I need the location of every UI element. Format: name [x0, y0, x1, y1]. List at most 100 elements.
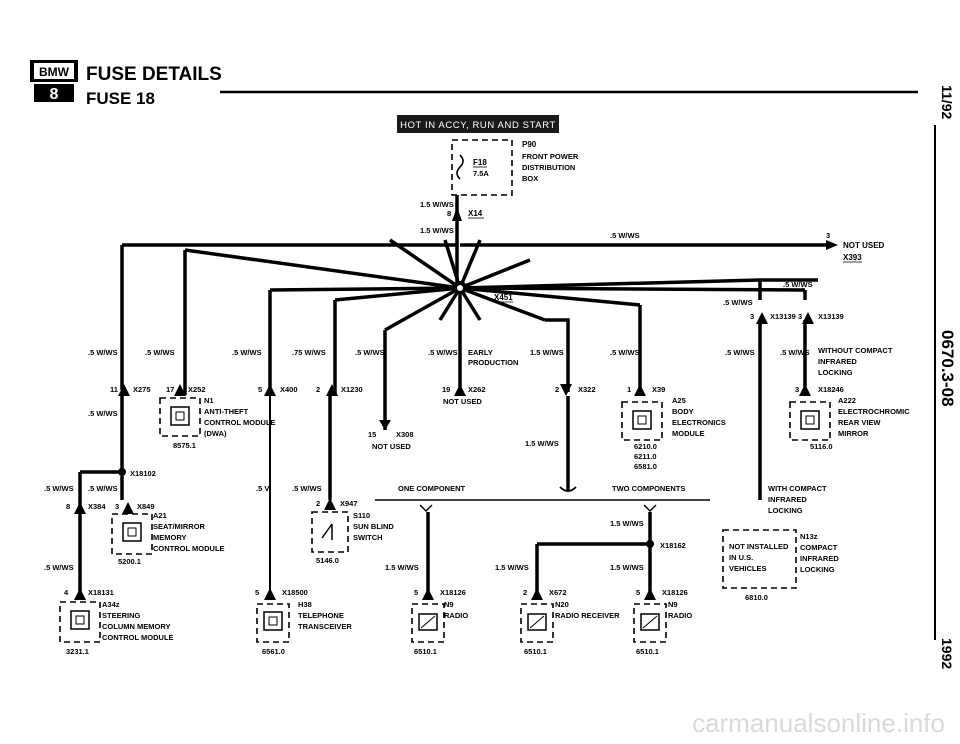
production-label: PRODUCTION — [468, 358, 518, 367]
side-year: 1992 — [939, 638, 955, 669]
svg-text:X275: X275 — [133, 385, 151, 394]
svg-text:.5 W/WS: .5 W/WS — [44, 563, 74, 572]
svg-text:6210.0: 6210.0 — [634, 442, 657, 451]
svg-text:X13139: X13139 — [818, 312, 844, 321]
component-s110: S110 SUN BLIND SWITCH 5146.0 — [311, 511, 394, 565]
page-title: FUSE DETAILS — [86, 64, 222, 85]
svg-text:STEERING: STEERING — [102, 611, 141, 620]
svg-text:INFRARED: INFRARED — [768, 495, 807, 504]
svg-text:8: 8 — [66, 502, 70, 511]
svg-text:VEHICLES: VEHICLES — [729, 564, 767, 573]
svg-text:H38: H38 — [298, 600, 312, 609]
early-label: EARLY — [468, 348, 493, 357]
svg-text:NOT INSTALLED: NOT INSTALLED — [729, 542, 789, 551]
svg-text:5: 5 — [414, 588, 418, 597]
svg-text:5: 5 — [255, 588, 259, 597]
svg-text:X18102: X18102 — [130, 469, 156, 478]
svg-text:2: 2 — [316, 385, 320, 394]
svg-text:MODULE: MODULE — [672, 429, 705, 438]
x451-label: X451 — [494, 293, 513, 302]
svg-text:IN U.S.: IN U.S. — [729, 553, 753, 562]
side-doc-number: 0670.3-08 — [938, 330, 957, 407]
svg-text:X400: X400 — [280, 385, 298, 394]
component-n9-radio: N9 RADIO 6510.1 — [411, 600, 468, 656]
svg-text:X322: X322 — [578, 385, 596, 394]
svg-text:X13139: X13139 — [770, 312, 796, 321]
svg-text:3: 3 — [115, 502, 119, 511]
svg-text:5: 5 — [636, 588, 640, 597]
svg-text:5200.1: 5200.1 — [118, 557, 141, 566]
svg-text:N9: N9 — [668, 600, 678, 609]
svg-text:CONTROL MODULE: CONTROL MODULE — [153, 544, 225, 553]
svg-text:.5 W/WS: .5 W/WS — [723, 298, 753, 307]
svg-text:.5 W/WS: .5 W/WS — [428, 348, 458, 357]
svg-text:.5 W/WS: .5 W/WS — [88, 409, 118, 418]
box-line1: FRONT POWER — [522, 152, 579, 161]
svg-text:.5 W/WS: .5 W/WS — [145, 348, 175, 357]
svg-text:3: 3 — [750, 312, 754, 321]
svg-text:A34z: A34z — [102, 600, 120, 609]
svg-text:TWO COMPONENTS: TWO COMPONENTS — [612, 484, 685, 493]
svg-text:RADIO: RADIO — [444, 611, 468, 620]
svg-text:SUN BLIND: SUN BLIND — [353, 522, 394, 531]
svg-text:TRANSCEIVER: TRANSCEIVER — [298, 622, 352, 631]
page-subtitle: FUSE 18 — [86, 89, 155, 108]
svg-text:3: 3 — [798, 312, 802, 321]
svg-text:.75 W/WS: .75 W/WS — [292, 348, 326, 357]
svg-text:1: 1 — [627, 385, 631, 394]
x14-label: X14 — [468, 209, 483, 218]
svg-text:MEMORY: MEMORY — [153, 533, 186, 542]
svg-text:CONTROL MODULE: CONTROL MODULE — [102, 633, 174, 642]
svg-text:CONTROL MODULE: CONTROL MODULE — [204, 418, 276, 427]
svg-text:BODY: BODY — [672, 407, 694, 416]
hot-banner-text: HOT IN ACCY, RUN AND START — [400, 120, 556, 131]
svg-text:8575.1: 8575.1 — [173, 441, 196, 450]
component-n13z: NOT INSTALLED IN U.S. VEHICLES N13z COMP… — [722, 529, 839, 602]
svg-text:.5 W/WS: .5 W/WS — [355, 348, 385, 357]
component-a222: A222 ELECTROCHROMIC REAR VIEW MIRROR 511… — [789, 396, 910, 451]
svg-text:X39: X39 — [652, 385, 665, 394]
svg-text:19: 19 — [442, 385, 450, 394]
svg-text:1.5 W/WS: 1.5 W/WS — [610, 563, 644, 572]
svg-text:.5 W/WS: .5 W/WS — [783, 280, 813, 289]
svg-text:15: 15 — [368, 430, 376, 439]
svg-text:N20: N20 — [555, 600, 569, 609]
component-h38: H38 TELEPHONE TRANSCEIVER 6561.0 — [256, 600, 352, 656]
svg-text:S110: S110 — [353, 511, 370, 520]
svg-text:3: 3 — [826, 231, 830, 240]
svg-text:5146.0: 5146.0 — [316, 556, 339, 565]
component-n9-radio: N9 RADIO 6510.1 — [633, 600, 692, 656]
logo-series: 8 — [50, 86, 59, 103]
svg-text:COLUMN MEMORY: COLUMN MEMORY — [102, 622, 170, 631]
svg-text:ELECTRONICS: ELECTRONICS — [672, 418, 726, 427]
svg-text:17: 17 — [166, 385, 174, 394]
svg-text:.5 W/WS: .5 W/WS — [610, 348, 640, 357]
svg-text:6211.0: 6211.0 — [634, 452, 657, 461]
svg-text:LOCKING: LOCKING — [768, 506, 803, 515]
wire-label: 1.5 W/WS — [420, 200, 454, 209]
svg-text:N1: N1 — [204, 396, 214, 405]
svg-text:.5 W/WS: .5 W/WS — [725, 348, 755, 357]
svg-text:.5 W/WS: .5 W/WS — [88, 348, 118, 357]
hot-banner — [397, 115, 559, 133]
fuse-icon — [456, 154, 464, 180]
svg-text:INFRARED: INFRARED — [818, 357, 857, 366]
box-id: P90 — [522, 140, 537, 149]
fuse-rating: 7.5A — [473, 169, 489, 178]
svg-text:3: 3 — [795, 385, 799, 394]
svg-text:2: 2 — [316, 499, 320, 508]
svg-text:1.5 W/WS: 1.5 W/WS — [525, 439, 559, 448]
svg-text:X252: X252 — [188, 385, 206, 394]
svg-text:2: 2 — [555, 385, 559, 394]
power-distribution-box: F18 7.5A P90 FRONT POWER DISTRIBUTION BO… — [451, 139, 579, 196]
svg-text:WITHOUT COMPACT: WITHOUT COMPACT — [818, 346, 893, 355]
svg-text:SWITCH: SWITCH — [353, 533, 383, 542]
svg-text:3231.1: 3231.1 — [66, 647, 89, 656]
component-a21: A21 SEAT/MIRROR MEMORY CONTROL MODULE 52… — [111, 511, 225, 566]
not-used-label: NOT USED — [372, 442, 411, 451]
svg-text:N9: N9 — [444, 600, 454, 609]
svg-text:X672: X672 — [549, 588, 567, 597]
svg-text:6581.0: 6581.0 — [634, 462, 657, 471]
svg-text:1.5 W/WS: 1.5 W/WS — [530, 348, 564, 357]
svg-text:LOCKING: LOCKING — [818, 368, 853, 377]
